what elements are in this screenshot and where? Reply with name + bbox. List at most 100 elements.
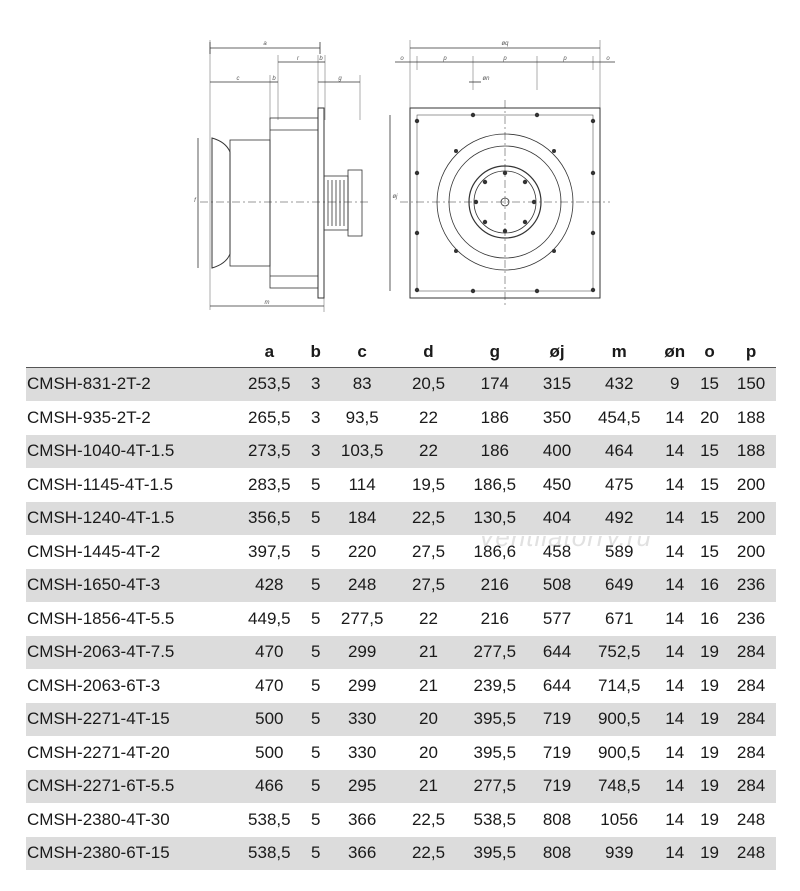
header-b: b bbox=[310, 342, 321, 361]
value-cell: 188 bbox=[726, 434, 776, 469]
value-cell: 277,5 bbox=[457, 769, 533, 804]
value-cell: 21 bbox=[399, 769, 458, 804]
header-d: d bbox=[423, 342, 434, 361]
value-cell: 449,5 bbox=[232, 602, 307, 636]
model-cell: CMSH-1240-4T-1.5 bbox=[26, 501, 232, 536]
value-cell: 19 bbox=[692, 836, 727, 871]
value-cell: 103,5 bbox=[324, 434, 400, 469]
value-cell: 16 bbox=[692, 568, 727, 603]
value-cell: 284 bbox=[726, 736, 776, 770]
value-cell: 19 bbox=[692, 635, 727, 670]
dim-label-m: m bbox=[265, 300, 270, 306]
dim-label-p1: p bbox=[442, 56, 447, 62]
value-cell: 470 bbox=[232, 635, 307, 670]
value-cell: 284 bbox=[726, 769, 776, 804]
value-cell: 248 bbox=[726, 803, 776, 837]
value-cell: 284 bbox=[726, 635, 776, 670]
dim-label-p3: p bbox=[562, 56, 567, 62]
model-cell: CMSH-1650-4T-3 bbox=[26, 568, 232, 603]
value-cell: 649 bbox=[581, 568, 657, 603]
value-cell: 350 bbox=[532, 401, 582, 435]
value-cell: 20 bbox=[399, 702, 458, 737]
value-cell: 22,5 bbox=[399, 501, 458, 536]
header-c: c bbox=[357, 342, 367, 361]
dim-label-j: øj bbox=[393, 194, 399, 200]
value-cell: 500 bbox=[232, 736, 307, 770]
value-cell: 186,6 bbox=[457, 535, 533, 569]
value-cell: 714,5 bbox=[581, 669, 657, 703]
value-cell: 538,5 bbox=[457, 803, 533, 837]
model-cell: CMSH-2271-6T-5.5 bbox=[26, 769, 232, 804]
value-cell: 283,5 bbox=[232, 468, 307, 502]
value-cell: 22 bbox=[399, 401, 458, 435]
value-cell: 14 bbox=[656, 702, 693, 737]
model-cell: CMSH-1445-4T-2 bbox=[26, 535, 232, 569]
value-cell: 458 bbox=[532, 535, 582, 569]
value-cell: 19 bbox=[692, 769, 727, 804]
dim-label-a: a bbox=[263, 41, 267, 47]
value-cell: 14 bbox=[656, 401, 693, 435]
value-cell: 400 bbox=[532, 434, 582, 469]
value-cell: 5 bbox=[306, 736, 325, 770]
value-cell: 14 bbox=[656, 669, 693, 703]
value-cell: 20 bbox=[692, 401, 727, 435]
value-cell: 216 bbox=[457, 568, 533, 603]
value-cell: 15 bbox=[692, 367, 727, 402]
value-cell: 432 bbox=[581, 367, 657, 402]
value-cell: 19,5 bbox=[399, 468, 458, 502]
value-cell: 295 bbox=[324, 769, 400, 804]
value-cell: 900,5 bbox=[581, 702, 657, 737]
value-cell: 248 bbox=[726, 836, 776, 871]
value-cell: 19 bbox=[692, 702, 727, 737]
value-cell: 330 bbox=[324, 702, 400, 737]
value-cell: 5 bbox=[306, 468, 325, 502]
value-cell: 200 bbox=[726, 535, 776, 569]
value-cell: 20 bbox=[399, 736, 458, 770]
value-cell: 1056 bbox=[581, 803, 657, 837]
value-cell: 492 bbox=[581, 501, 657, 536]
value-cell: 19 bbox=[692, 669, 727, 703]
value-cell: 450 bbox=[532, 468, 582, 502]
model-cell: CMSH-2063-4T-7.5 bbox=[26, 635, 232, 670]
header-g: g bbox=[489, 342, 501, 361]
value-cell: 299 bbox=[324, 669, 400, 703]
header-o: o bbox=[704, 342, 715, 361]
dim-label-r: r bbox=[297, 56, 300, 62]
value-cell: 939 bbox=[581, 836, 657, 871]
value-cell: 277,5 bbox=[324, 602, 400, 636]
value-cell: 21 bbox=[399, 669, 458, 703]
model-cell: CMSH-2063-6T-3 bbox=[26, 669, 232, 703]
value-cell: 9 bbox=[656, 367, 693, 402]
value-cell: 5 bbox=[306, 602, 325, 636]
value-cell: 265,5 bbox=[232, 401, 307, 435]
value-cell: 5 bbox=[306, 702, 325, 737]
value-cell: 284 bbox=[726, 669, 776, 703]
value-cell: 719 bbox=[532, 769, 582, 804]
value-cell: 5 bbox=[306, 568, 325, 603]
value-cell: 15 bbox=[692, 535, 727, 569]
value-cell: 236 bbox=[726, 602, 776, 636]
value-cell: 356,5 bbox=[232, 501, 307, 536]
dim-label-p2: p bbox=[502, 56, 507, 62]
value-cell: 150 bbox=[726, 367, 776, 402]
value-cell: 475 bbox=[581, 468, 657, 502]
model-cell: CMSH-2380-4T-30 bbox=[26, 803, 232, 837]
value-cell: 5 bbox=[306, 501, 325, 536]
value-cell: 186,5 bbox=[457, 468, 533, 502]
table-header-row: a b c d g øj m øn o p bbox=[26, 337, 776, 368]
value-cell: 538,5 bbox=[232, 836, 307, 871]
value-cell: 454,5 bbox=[581, 401, 657, 435]
value-cell: 315 bbox=[532, 367, 582, 402]
value-cell: 236 bbox=[726, 568, 776, 603]
dim-label-b2: b bbox=[319, 56, 323, 62]
value-cell: 470 bbox=[232, 669, 307, 703]
